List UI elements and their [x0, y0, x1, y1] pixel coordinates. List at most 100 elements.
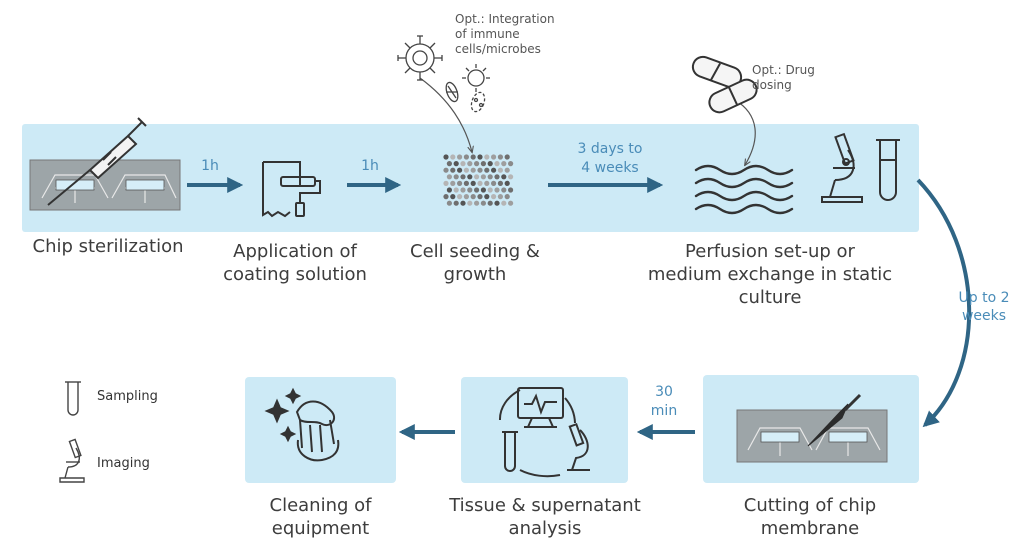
cell-dot [494, 174, 500, 180]
cell-dot [474, 200, 480, 206]
cell-dot [477, 167, 483, 173]
cell-dot [467, 187, 473, 193]
cell-dot [467, 200, 473, 206]
cell-dot [460, 161, 466, 167]
cell-dot [457, 180, 463, 186]
cell-dot [463, 194, 469, 200]
immune-annotation-arrow [419, 77, 472, 152]
cell-dot [450, 154, 456, 160]
cell-dot [480, 174, 486, 180]
note-immune-line1: Opt.: Integration [455, 12, 555, 26]
perfusion-waves-icon [694, 164, 794, 215]
cell-dot [504, 154, 510, 160]
time-label-1: 1h [201, 158, 219, 174]
cell-dot [467, 174, 473, 180]
cell-dot [484, 154, 490, 160]
cell-dot [450, 180, 456, 186]
cell-dot [453, 161, 459, 167]
cell-dot [470, 167, 476, 173]
cell-dot [480, 200, 486, 206]
cell-dot [460, 200, 466, 206]
cell-dot [460, 187, 466, 193]
cell-dot [508, 187, 514, 193]
cell-dot [504, 167, 510, 173]
step-seeding-line2: growth [443, 264, 507, 285]
cell-dot [446, 174, 452, 180]
cell-dot [497, 194, 503, 200]
paint-roller-icon [262, 161, 321, 218]
cell-dot [453, 200, 459, 206]
step-cutting-line2: membrane [760, 518, 860, 539]
note-drug-line1: Opt.: Drug [752, 63, 815, 77]
cell-dot [487, 161, 493, 167]
cell-dot [474, 161, 480, 167]
cell-dot [460, 174, 466, 180]
cell-dot [494, 161, 500, 167]
cell-dot [491, 180, 497, 186]
step-analysis-line2: analysis [508, 518, 582, 539]
cell-dot [477, 180, 483, 186]
step-seeding-line1: Cell seeding & [410, 241, 540, 262]
cell-dot [504, 194, 510, 200]
legend-tube-icon [65, 381, 81, 416]
cell-dot [450, 194, 456, 200]
cell-dot [487, 174, 493, 180]
step-perfusion-line3: culture [738, 287, 802, 308]
cell-dot [508, 174, 514, 180]
step-perfusion-line1: Perfusion set-up or [685, 241, 855, 262]
cell-dot [470, 180, 476, 186]
cell-dot [508, 200, 514, 206]
time-label-5-line1: 30 [655, 384, 673, 400]
cell-dot [470, 154, 476, 160]
cell-dot [501, 200, 507, 206]
capsule-icons [691, 55, 758, 114]
cell-dot [453, 174, 459, 180]
cell-dot [484, 194, 490, 200]
analysis-icon [498, 387, 590, 478]
time-label-4-line2: weeks [961, 308, 1007, 324]
cell-dot [484, 167, 490, 173]
cell-dot [487, 187, 493, 193]
legend-imaging-label: Imaging [97, 456, 150, 471]
time-label-2: 1h [361, 158, 379, 174]
cell-dot [477, 194, 483, 200]
cell-dot [457, 194, 463, 200]
step-chip-sterilization: Chip sterilization [32, 236, 184, 257]
step-cleaning-line2: equipment [271, 518, 370, 539]
cell-dot [446, 161, 452, 167]
step-analysis-line1: Tissue & supernatant [449, 495, 641, 516]
cell-dot [446, 187, 452, 193]
chip-scalpel-icon [736, 393, 888, 463]
cell-dot [494, 187, 500, 193]
cell-dot [508, 161, 514, 167]
note-drug-line2: dosing [752, 78, 792, 92]
legend-microscope-icon [59, 438, 85, 483]
cell-dot [463, 154, 469, 160]
cleaning-hand-icon [264, 387, 340, 462]
microbe-icons [445, 64, 490, 113]
note-immune-line3: cells/microbes [455, 42, 541, 56]
cell-dot [463, 180, 469, 186]
cell-dot [467, 161, 473, 167]
legend-sampling-label: Sampling [97, 389, 158, 404]
cell-dot [487, 200, 493, 206]
cell-dot [491, 154, 497, 160]
time-label-5-line2: min [650, 403, 678, 419]
chip-pipette-icon [29, 117, 181, 211]
cell-dot [504, 180, 510, 186]
test-tube-icon [876, 139, 900, 201]
cell-seeding-dots [443, 154, 514, 206]
cell-dot [497, 167, 503, 173]
cell-dot [477, 154, 483, 160]
cell-dot [470, 194, 476, 200]
cell-dot [450, 167, 456, 173]
cell-dot [491, 194, 497, 200]
cell-dot [446, 200, 452, 206]
cell-dot [453, 187, 459, 193]
cell-dot [501, 187, 507, 193]
cell-dot [497, 180, 503, 186]
cell-dot [463, 167, 469, 173]
cell-dot [491, 167, 497, 173]
cell-dot [443, 194, 449, 200]
